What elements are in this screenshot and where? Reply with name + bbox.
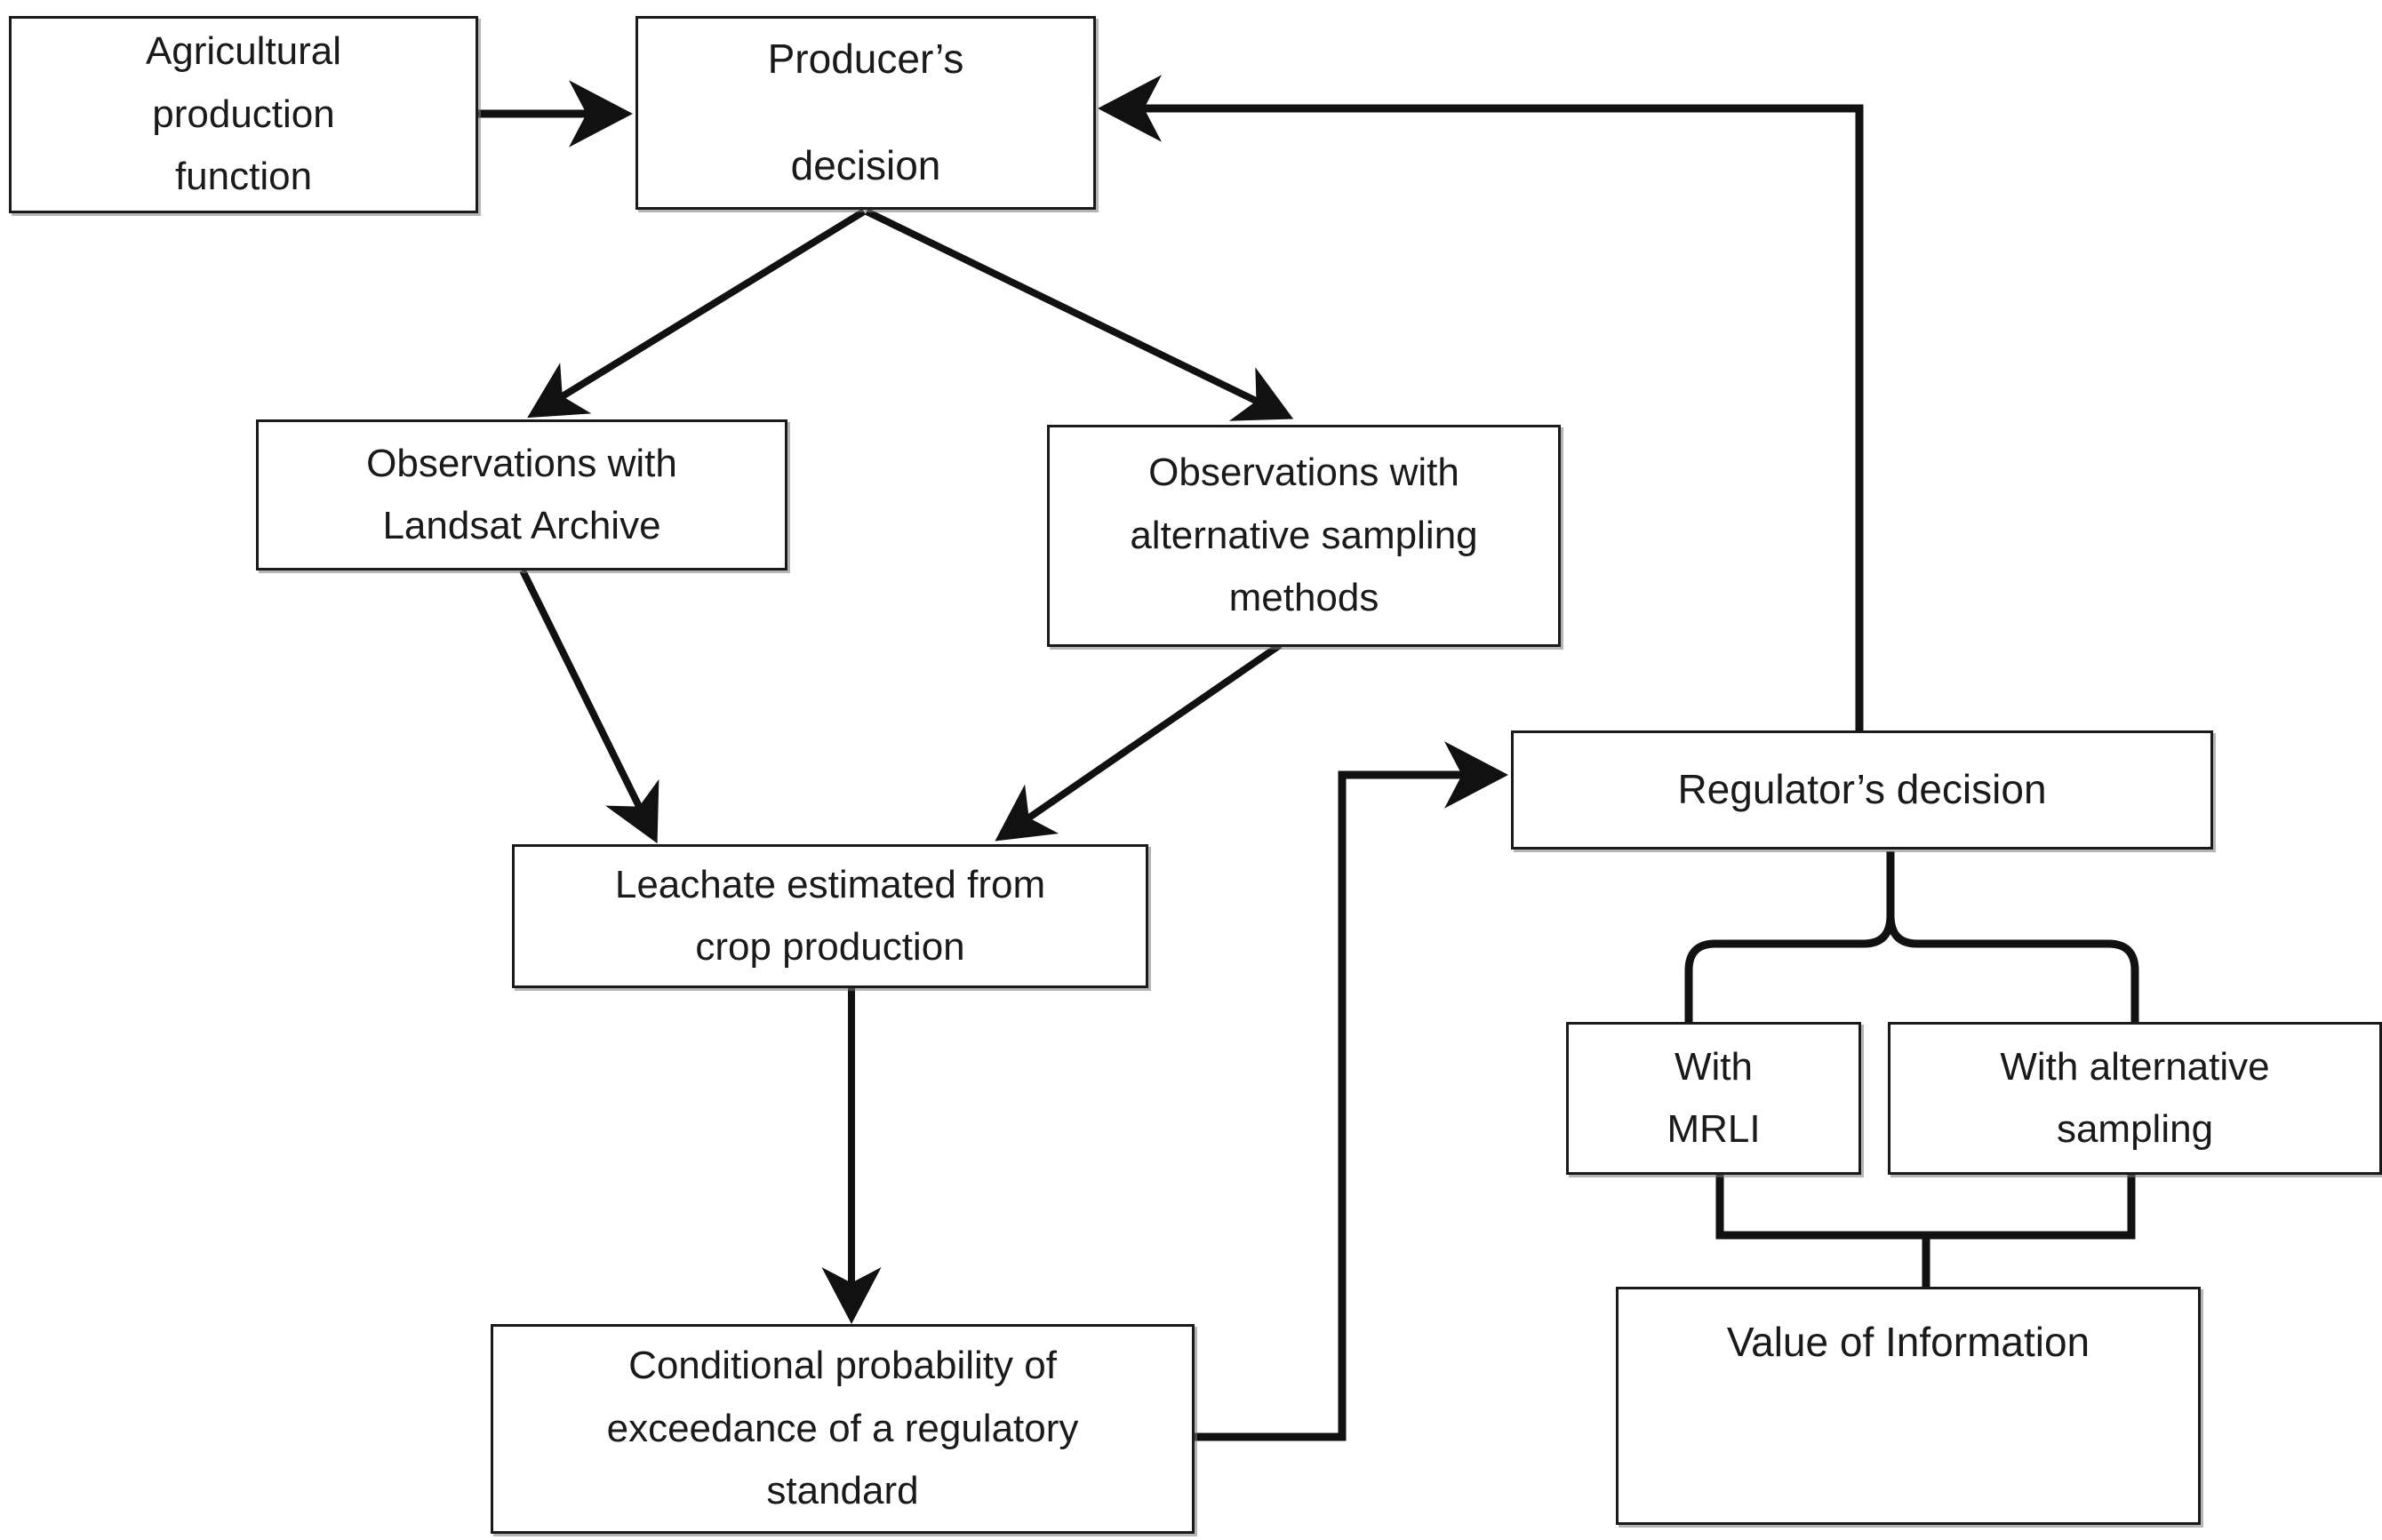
node-observations-alternative[interactable]: Observations with alternative sampling m… (1047, 425, 1561, 647)
node-with-mrli[interactable]: With MRLI (1566, 1022, 1861, 1175)
edge-altsampling-to-leachate (995, 642, 1283, 842)
node-leachate-estimated[interactable]: Leachate estimated from crop production (512, 844, 1148, 988)
node-regulators-decision[interactable]: Regulator’s decision (1511, 730, 2213, 850)
edge-conditional-to-regulator (1195, 741, 1508, 1441)
node-label: Producer’s decision (767, 36, 964, 188)
node-label: Conditional probability of exceedance of… (606, 1344, 1079, 1513)
node-conditional-probability[interactable]: Conditional probability of exceedance of… (491, 1324, 1195, 1534)
edge-producer-to-landsat (527, 208, 867, 419)
node-label: Leachate estimated from crop production (614, 862, 1046, 969)
node-with-alternative-sampling[interactable]: With alternative sampling (1888, 1022, 2382, 1175)
node-label: Agricultural production function (145, 29, 342, 199)
node-label: Value of Information (1726, 1319, 2090, 1365)
node-label: With alternative sampling (2000, 1044, 2270, 1151)
edge-landsat-to-leachate (519, 569, 659, 844)
edge-producer-to-altsampling (865, 208, 1294, 421)
node-label: Regulator’s decision (1677, 766, 2047, 813)
node-label: Observations with Landsat Archive (366, 441, 677, 547)
node-producers-decision[interactable]: Producer’s decision (635, 16, 1096, 210)
edge-regulator-brace (1684, 851, 2139, 1022)
node-value-of-information[interactable]: Value of Information (1616, 1287, 2201, 1525)
node-label: Observations with alternative sampling m… (1130, 451, 1478, 620)
node-observations-landsat[interactable]: Observations with Landsat Archive (256, 419, 787, 571)
edge-options-to-voi (1715, 1175, 2136, 1289)
node-agricultural-production-function[interactable]: Agricultural production function (9, 16, 478, 213)
node-label: With MRLI (1667, 1044, 1761, 1151)
